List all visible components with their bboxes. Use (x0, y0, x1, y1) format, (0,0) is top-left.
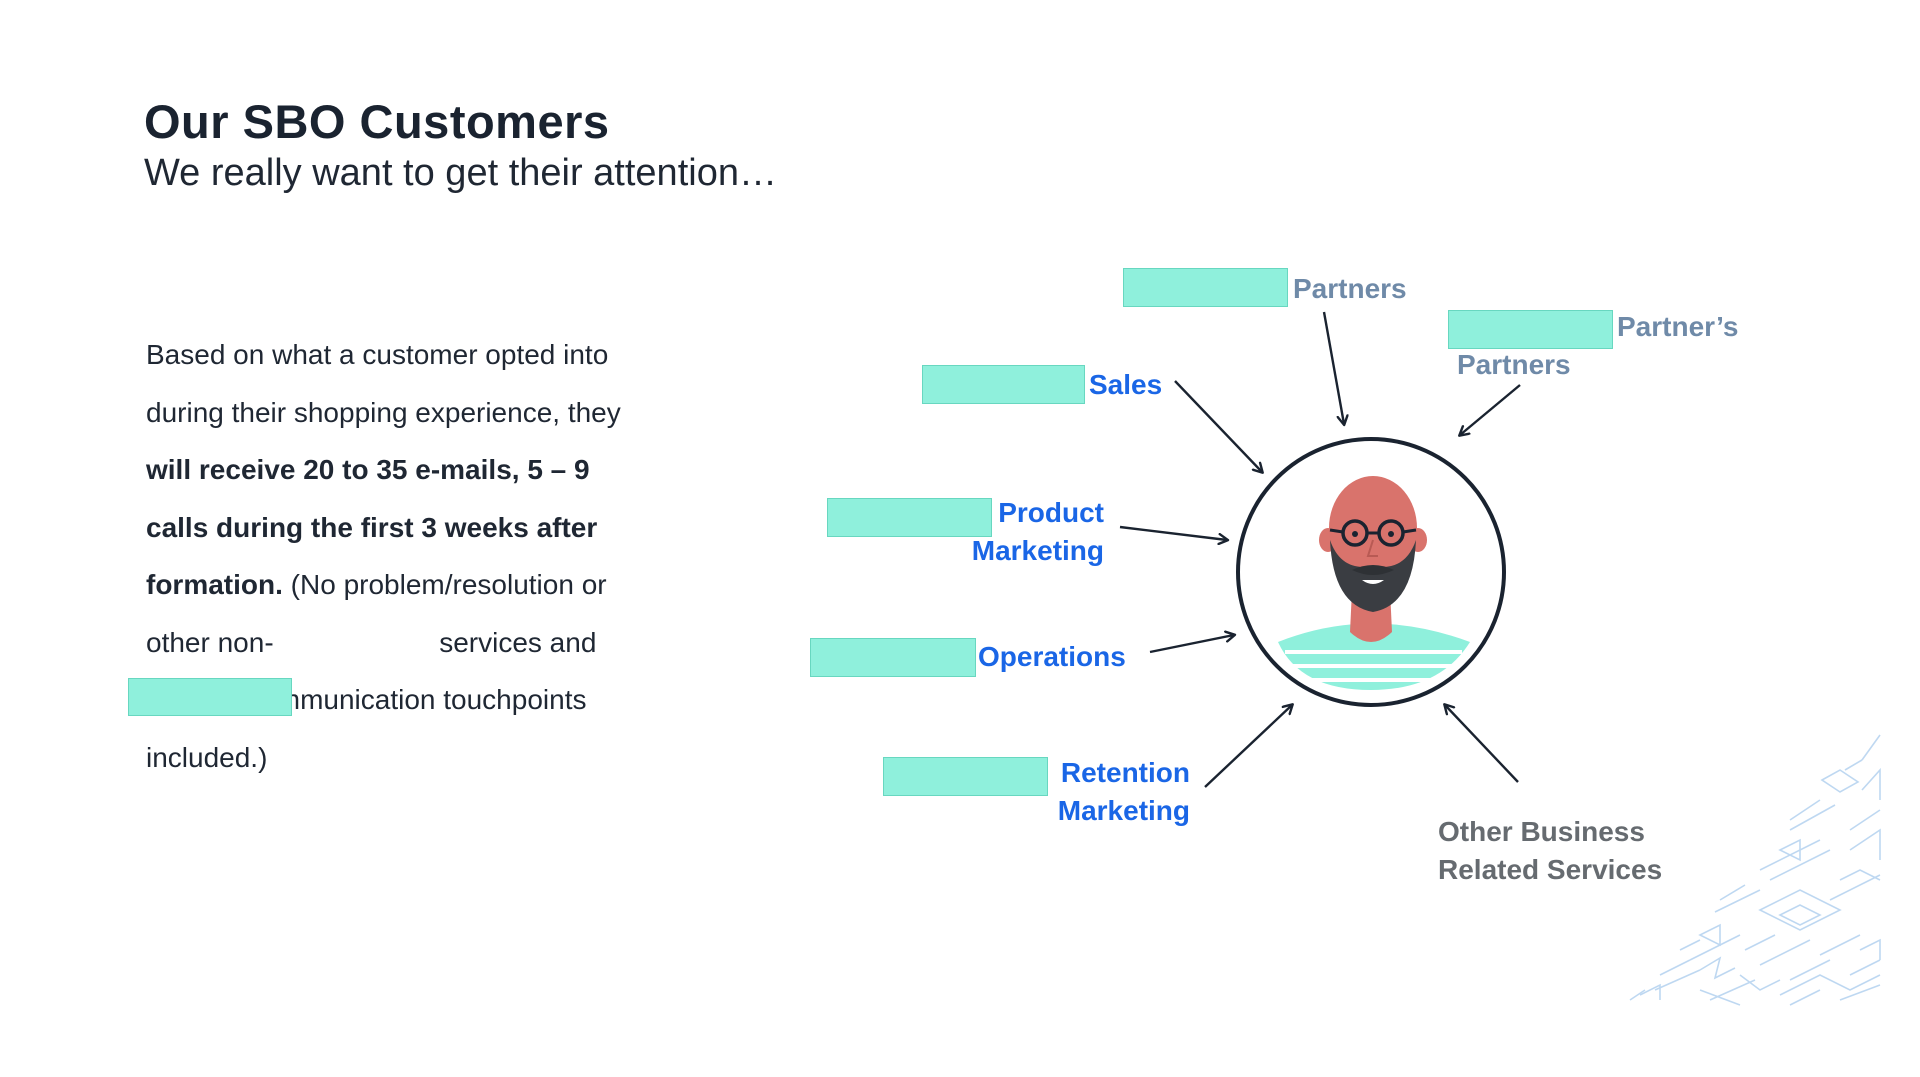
arrow-other-services (1445, 705, 1519, 783)
label-partners: Partners (1293, 273, 1407, 304)
label-retention-marketing: Retention Marketing (1030, 754, 1190, 830)
arrow-operations (1149, 635, 1234, 654)
label-other-business: Other Business (1438, 816, 1645, 847)
label-related-services: Related Services (1438, 854, 1663, 885)
label-marketing: Marketing (971, 535, 1104, 566)
redaction-block (1123, 268, 1288, 307)
label-retention: Retention (1060, 757, 1190, 788)
label-product-marketing: Product Marketing (940, 494, 1104, 570)
redaction-block (922, 365, 1085, 404)
redaction-block (1448, 310, 1613, 349)
redaction-block (128, 678, 292, 716)
body-text-2: (No problem/resolution or other non- (146, 569, 607, 658)
arrow-product-marketing (1119, 525, 1227, 540)
label-product: Product (998, 497, 1104, 528)
label-retention-marketing-2: Marketing (1057, 795, 1190, 826)
redaction-block (810, 638, 976, 677)
redaction-block (883, 757, 1048, 796)
body-text-1: Based on what a customer opted into duri… (146, 339, 621, 428)
customer-avatar (1236, 437, 1506, 707)
arrow-partners-partners (1460, 384, 1521, 435)
label-partners-partner-2: Partners (1457, 349, 1571, 380)
arrow-retention-marketing (1204, 705, 1292, 788)
decorative-pattern (1629, 734, 1881, 1006)
arrow-partners (1322, 311, 1344, 424)
label-operations: Operations (978, 641, 1126, 672)
body-bold-text: will receive 20 to 35 e-mails, 5 – 9 cal… (146, 454, 598, 600)
page-title: Our SBO Customers (144, 95, 610, 148)
label-sales: Sales (1089, 369, 1163, 400)
arrow-sales (1174, 380, 1262, 472)
label-other-services: Other Business Related Services (1438, 813, 1662, 889)
label-partners-partner: Partner’s (1617, 311, 1739, 342)
redaction-block (827, 498, 992, 537)
page-subtitle: We really want to get their attention… (144, 152, 777, 194)
